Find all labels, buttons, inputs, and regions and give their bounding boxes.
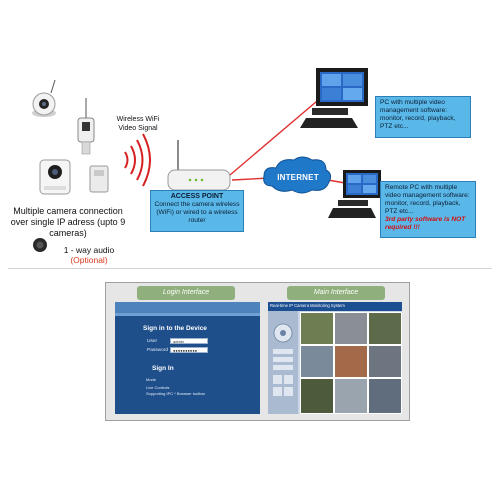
login-header-bar (115, 302, 260, 313)
internet-label: INTERNET (277, 173, 319, 182)
local-pc-description: PC with multiple video management softwa… (380, 99, 456, 130)
video-tile[interactable] (334, 345, 368, 378)
login-heading: Sign in to the Device (143, 325, 207, 332)
internet-cloud-icon (263, 156, 332, 194)
login-screenshot (115, 302, 260, 414)
section-divider (8, 268, 492, 269)
cube-camera-icon (39, 159, 71, 195)
video-tile[interactable] (334, 312, 368, 345)
video-tile[interactable] (300, 345, 334, 378)
user-input[interactable]: admin (170, 338, 208, 344)
main-window-title: Real-time IP Camera Monitoring System (270, 303, 345, 308)
desktop-pc-icon (300, 68, 368, 128)
password-label: Password (147, 348, 169, 353)
video-tile[interactable] (334, 378, 368, 414)
sign-in-button[interactable]: Sign In (152, 365, 174, 372)
remote-pc-note: 3rd party software is NOT required !!! (385, 216, 466, 231)
audio-label: 1 - way audio (Optional) (54, 245, 124, 265)
bullet-camera-icon (77, 98, 95, 155)
wifi-signal-label: Wireless WiFi Video Signal (116, 116, 160, 132)
access-point-router-icon (167, 140, 231, 191)
login-footer-support: Supporting IPC * Browser toolbar (146, 391, 205, 396)
access-point-box: ACCESS POINT Connect the camera wireless… (150, 190, 244, 232)
audio-label-text: 1 - way audio (63, 245, 115, 255)
login-footer-live: Live Controls (146, 385, 170, 390)
ptz-controls-icon (273, 323, 293, 396)
remote-pc-icon (328, 170, 381, 218)
video-tile[interactable] (300, 312, 334, 345)
tab-main-interface[interactable]: Main Interface (287, 286, 385, 300)
main-header-bar (268, 302, 402, 311)
microphone-icon (33, 238, 47, 252)
user-label: User (147, 339, 158, 344)
video-tile[interactable] (368, 345, 402, 378)
camera-group (32, 79, 109, 195)
password-input[interactable]: ●●●●●●●●●● (170, 347, 208, 353)
video-tile[interactable] (368, 312, 402, 345)
login-footer-mode: Mode (146, 377, 157, 382)
wifi-signal-icon (124, 133, 151, 187)
box-camera-icon (89, 165, 109, 193)
local-pc-box: PC with multiple video management softwa… (375, 96, 471, 138)
tab-login-interface[interactable]: Login Interface (137, 286, 235, 300)
access-point-description: Connect the camera wireless (WiFi) or wi… (154, 201, 240, 224)
video-tile[interactable] (368, 378, 402, 414)
pan-tilt-camera-icon (32, 79, 56, 117)
login-header-stripe (115, 313, 260, 316)
remote-pc-box: Remote PC with multiple video management… (380, 181, 476, 238)
camera-connection-caption: Multiple camera connection over single I… (10, 206, 126, 238)
ap-to-pc-line (229, 89, 331, 176)
network-diagram (32, 68, 381, 252)
remote-pc-description: Remote PC with multiple video management… (385, 184, 470, 215)
internet-to-remote-pc-line (327, 179, 346, 184)
audio-optional-text: (Optional) (70, 255, 108, 265)
video-tile[interactable] (300, 378, 334, 414)
access-point-title: ACCESS POINT (170, 193, 224, 200)
